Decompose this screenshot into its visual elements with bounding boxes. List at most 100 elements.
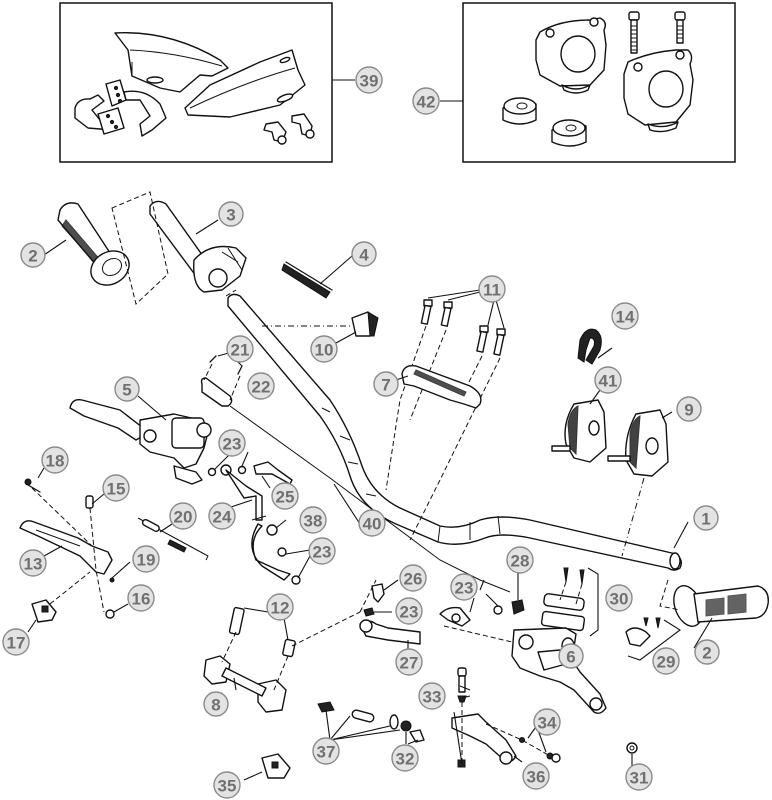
callout-number: 13 xyxy=(24,555,43,574)
hose-fittings-lower xyxy=(251,523,301,585)
riser-kit-box xyxy=(440,2,736,163)
callout-number: 28 xyxy=(511,552,530,571)
callout-number: 39 xyxy=(360,72,379,91)
mc-clamp xyxy=(625,617,681,661)
callout-riser-kit: 42 xyxy=(412,87,440,115)
callout-cover-screws: 21 xyxy=(226,335,254,363)
callout-number: 42 xyxy=(417,93,436,112)
callout-number: 33 xyxy=(423,688,442,707)
callout-number: 8 xyxy=(211,696,220,715)
callout-handguard-kit: 39 xyxy=(355,66,383,94)
callout-number: 21 xyxy=(231,341,250,360)
callout-number: 7 xyxy=(381,376,390,395)
callout-circle xyxy=(299,506,327,534)
reservoir-cover xyxy=(200,355,243,407)
callout-adjuster-set: 32 xyxy=(391,744,419,772)
callout-circle xyxy=(693,505,719,531)
callout-reservoir-cap-set: 30 xyxy=(605,584,633,612)
callout-grip-right: 2 xyxy=(694,639,720,665)
callout-washer: 23 xyxy=(450,573,478,601)
callout-number: 5 xyxy=(122,381,131,400)
handguard-kit-box xyxy=(59,2,355,163)
callout-number: 2 xyxy=(28,247,37,266)
callout-circle xyxy=(19,549,47,577)
kill-switch xyxy=(351,311,379,337)
callout-number: 2 xyxy=(702,644,711,663)
callout-circle xyxy=(247,372,275,400)
callout-circle xyxy=(373,371,399,397)
callout-circle xyxy=(418,682,446,710)
callout-cable-clip: 14 xyxy=(611,302,639,330)
callout-circle xyxy=(41,446,69,474)
callout-circle xyxy=(208,502,236,530)
callout-number: 24 xyxy=(213,508,232,527)
bleeder-hose-set xyxy=(359,583,421,645)
cable-line xyxy=(229,405,511,593)
callout-number: 20 xyxy=(174,508,193,527)
callout-number: 3 xyxy=(226,206,235,225)
brake-lever-set xyxy=(451,667,561,768)
callout-circle xyxy=(395,648,423,676)
callout-throttle-assembly: 3 xyxy=(218,201,244,227)
cable-clip xyxy=(577,328,602,365)
callout-piston-kit: 37 xyxy=(312,737,340,765)
callout-number: 9 xyxy=(684,401,693,420)
switch-left xyxy=(551,399,607,463)
callout-number: 38 xyxy=(304,512,323,531)
callout-number: 41 xyxy=(599,372,618,391)
callout-clutch-master-cylinder: 5 xyxy=(114,376,140,402)
reservoir-cap-set xyxy=(540,567,599,637)
callout-circle xyxy=(558,643,584,669)
callout-cable: 40 xyxy=(358,509,386,537)
callout-brake-lever: 36 xyxy=(522,762,550,790)
callout-circle xyxy=(312,737,340,765)
throttle-assembly xyxy=(149,200,247,293)
callout-adjuster-screw: 18 xyxy=(41,446,69,474)
lever-boot-35 xyxy=(261,753,291,779)
callout-number: 19 xyxy=(137,551,156,570)
callout-number: 14 xyxy=(616,308,635,327)
nut xyxy=(626,742,638,754)
callout-number: 11 xyxy=(483,281,501,300)
callout-pin: 19 xyxy=(132,545,160,573)
callout-number: 36 xyxy=(527,768,546,787)
callout-number: 31 xyxy=(630,769,649,788)
upper-clamp xyxy=(401,364,482,409)
callout-circle xyxy=(594,366,622,394)
callout-circle xyxy=(169,502,197,530)
callout-circle xyxy=(355,66,383,94)
lever-small-parts xyxy=(24,478,115,623)
callout-circle xyxy=(114,376,140,402)
callout-number: 23 xyxy=(400,603,419,622)
callout-number: 1 xyxy=(701,510,710,529)
callout-number: 34 xyxy=(538,714,557,733)
callout-handlebar: 1 xyxy=(693,505,719,531)
callout-number: 18 xyxy=(46,452,65,471)
callout-washer: 23 xyxy=(395,597,423,625)
callout-number: 29 xyxy=(657,653,676,672)
callout-number: 37 xyxy=(317,743,336,762)
callout-lower-clamp-bolts: 12 xyxy=(266,593,294,621)
callout-circle xyxy=(218,201,244,227)
callout-circle xyxy=(625,763,653,791)
callout-circle xyxy=(266,593,294,621)
callout-circle xyxy=(310,335,338,363)
callout-circle xyxy=(2,628,30,656)
callout-switch-right: 9 xyxy=(676,396,702,422)
callout-number: 30 xyxy=(610,590,629,609)
callout-number: 12 xyxy=(271,599,290,618)
callout-lever-boot: 17 xyxy=(2,628,30,656)
grip-left xyxy=(57,202,130,286)
callout-number: 25 xyxy=(276,488,295,507)
callout-number: 10 xyxy=(315,341,334,360)
callout-number: 32 xyxy=(396,750,415,769)
callout-number: 15 xyxy=(107,480,126,499)
callout-reservoir-cover: 22 xyxy=(247,372,275,400)
callout-mc-clamp: 29 xyxy=(652,647,680,675)
callout-circle xyxy=(271,482,299,510)
callout-switch-left: 41 xyxy=(594,366,622,394)
callout-labels: 1223456789101112131415161718192021222323… xyxy=(2,66,720,799)
callout-circle xyxy=(611,302,639,330)
callout-circle xyxy=(351,241,377,267)
